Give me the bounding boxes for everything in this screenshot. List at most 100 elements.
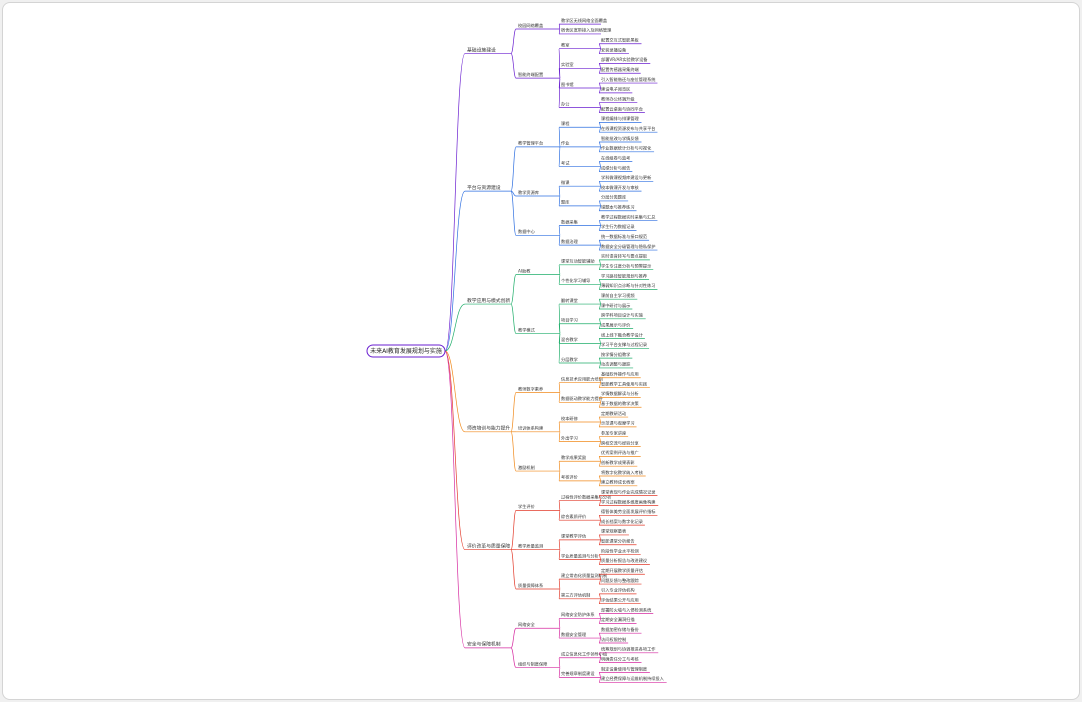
leaf-node[interactable]: 成绩分析与报告 bbox=[599, 164, 633, 172]
leaf-node[interactable]: 错题本与推荐练习 bbox=[599, 204, 637, 212]
leaf-node[interactable]: 问题反馈与整改跟踪 bbox=[599, 577, 642, 585]
topic-node[interactable]: 教学质量监测 bbox=[516, 542, 560, 551]
topic-node[interactable]: 建立常态化质量监测机制 bbox=[559, 572, 607, 580]
topic-node[interactable]: 课堂教学评估 bbox=[559, 533, 601, 541]
leaf-node[interactable]: 按学情分组教学 bbox=[599, 351, 633, 359]
leaf-node[interactable]: 宿舍区宽带接入及网络管理 bbox=[559, 27, 612, 35]
leaf-node[interactable]: 分层分类题库 bbox=[599, 194, 629, 202]
leaf-node[interactable]: 建设电子阅览区 bbox=[599, 86, 633, 94]
leaf-node[interactable]: 成果展示与评价 bbox=[599, 321, 634, 329]
leaf-node[interactable]: 课中研讨与展示 bbox=[599, 302, 633, 310]
topic-node[interactable]: 题库 bbox=[559, 199, 601, 207]
branch-node[interactable]: 安全与保障机制 bbox=[465, 641, 511, 649]
topic-node[interactable]: 激励机制 bbox=[516, 464, 560, 472]
leaf-node[interactable]: 安装录播设备 bbox=[599, 46, 629, 54]
topic-node[interactable]: 智能终端配置 bbox=[516, 71, 560, 79]
leaf-node[interactable]: 学生行为数据记录 bbox=[599, 223, 637, 231]
topic-node[interactable]: 办公 bbox=[559, 100, 601, 108]
topic-node[interactable]: 项目学习 bbox=[559, 317, 601, 325]
topic-node[interactable]: 综合素质评价 bbox=[559, 513, 601, 521]
leaf-node[interactable]: 课堂观察量表 bbox=[599, 528, 629, 536]
topic-node[interactable]: 考核评价 bbox=[559, 474, 601, 482]
topic-node[interactable]: 学业质量监测与分析 bbox=[559, 552, 601, 560]
topic-node[interactable]: 数据采集 bbox=[559, 218, 601, 226]
leaf-node[interactable]: 课程编排与排课管理 bbox=[599, 115, 642, 123]
leaf-node[interactable]: 基础软件操作与应用 bbox=[599, 371, 641, 379]
leaf-node[interactable]: 在线组卷与监考 bbox=[599, 154, 633, 162]
topic-node[interactable]: 信息技术应用能力培训 bbox=[559, 375, 603, 384]
leaf-node[interactable]: 跨校交流与经验分享 bbox=[599, 439, 641, 447]
leaf-node[interactable]: 引入专业评估机构 bbox=[599, 587, 637, 595]
leaf-node[interactable]: 定期开展教学质量评估 bbox=[599, 567, 645, 575]
leaf-node[interactable]: 部署VR/AR实验教学设备 bbox=[599, 56, 651, 64]
branch-node[interactable]: 基础设施建设 bbox=[465, 46, 511, 54]
topic-node[interactable]: 数据安全管理 bbox=[559, 631, 601, 639]
leaf-node[interactable]: 将数字化教学纳入考核 bbox=[599, 469, 646, 477]
leaf-node[interactable]: 阶段性学业水平检测 bbox=[599, 547, 641, 555]
leaf-node[interactable]: 实时语音转写与要点提取 bbox=[599, 253, 650, 261]
leaf-node[interactable]: 线上线下融合教学设计 bbox=[599, 331, 645, 339]
topic-node[interactable]: 学生评价 bbox=[516, 503, 560, 511]
topic-node[interactable]: 校园网络覆盖 bbox=[516, 22, 560, 30]
topic-node[interactable]: 外出学习 bbox=[559, 434, 601, 442]
topic-node[interactable]: 个性化学习辅导 bbox=[559, 277, 601, 285]
leaf-node[interactable]: 在线课程资源发布与共享平台 bbox=[599, 125, 658, 133]
leaf-node[interactable]: 创新教学成果表彰 bbox=[599, 459, 638, 467]
branch-node[interactable]: 平台与资源建设 bbox=[465, 184, 511, 192]
leaf-node[interactable]: 作业数据统计分析与可视化 bbox=[599, 145, 655, 153]
topic-node[interactable]: 课程 bbox=[559, 120, 601, 128]
leaf-node[interactable]: 配置云桌面与协同平台 bbox=[599, 105, 645, 113]
leaf-node[interactable]: 课堂表现与作业完成情况记录 bbox=[599, 488, 658, 496]
leaf-node[interactable]: 智能课堂分析报告 bbox=[599, 538, 637, 546]
topic-node[interactable]: 培训体系构建 bbox=[516, 425, 560, 433]
topic-node[interactable]: 教师数字素养 bbox=[516, 385, 560, 393]
topic-node[interactable]: 考试 bbox=[559, 159, 601, 167]
branch-node[interactable]: 教学应用与模式创新 bbox=[465, 297, 511, 305]
leaf-node[interactable]: 访问权限控制 bbox=[599, 636, 629, 644]
topic-node[interactable]: AI助教 bbox=[516, 267, 560, 275]
topic-node[interactable]: 微课 bbox=[559, 179, 601, 187]
leaf-node[interactable]: 部署防火墙与入侵检测系统 bbox=[599, 606, 654, 614]
topic-node[interactable]: 教学资源库 bbox=[516, 189, 560, 197]
topic-node[interactable]: 第三方评估机制 bbox=[559, 592, 601, 600]
leaf-node[interactable]: 课前自主学习视频 bbox=[599, 292, 638, 300]
leaf-node[interactable]: 智能批改与学情反馈 bbox=[599, 135, 642, 143]
leaf-node[interactable]: 评估结果公开与应用 bbox=[599, 597, 641, 605]
topic-node[interactable]: 教学管理平台 bbox=[516, 140, 560, 148]
topic-node[interactable]: 网络安全 bbox=[516, 621, 560, 629]
leaf-node[interactable]: 优秀案例评选与推广 bbox=[599, 449, 641, 457]
leaf-node[interactable]: 动态调整与跟踪 bbox=[599, 361, 634, 369]
leaf-node[interactable]: 德智体美劳全面发展评价指标 bbox=[599, 508, 658, 516]
leaf-node[interactable]: 跨学科项目设计与实施 bbox=[599, 312, 646, 320]
leaf-node[interactable]: 学科微课视频库建设与更新 bbox=[599, 174, 654, 182]
topic-node[interactable]: 混合教学 bbox=[559, 336, 601, 344]
leaf-node[interactable]: 参加专家讲座 bbox=[599, 430, 629, 438]
leaf-node[interactable]: 制定设备使用与管理制度 bbox=[599, 665, 650, 673]
leaf-node[interactable]: 成长档案与数字化记录 bbox=[599, 518, 645, 526]
branch-node[interactable]: 评价改革与质量保障 bbox=[465, 542, 511, 551]
topic-node[interactable]: 组织与制度保障 bbox=[516, 660, 560, 668]
leaf-node[interactable]: 统一数据标准与接口规范 bbox=[599, 233, 650, 241]
topic-node[interactable]: 成立信息化工作领导小组 bbox=[559, 651, 607, 659]
leaf-node[interactable]: 学情数据解读与分析 bbox=[599, 390, 641, 398]
leaf-node[interactable]: 学习平台支撑与过程记录 bbox=[599, 341, 650, 349]
leaf-node[interactable]: 定期教研活动 bbox=[599, 410, 629, 418]
topic-node[interactable]: 教学成果奖励 bbox=[559, 454, 601, 462]
leaf-node[interactable]: 建立经费保障与运维机制持续投入 bbox=[599, 675, 667, 683]
topic-node[interactable]: 校本研修 bbox=[559, 415, 601, 423]
topic-node[interactable]: 教室 bbox=[559, 41, 601, 50]
topic-node[interactable]: 课堂互动智能辅助 bbox=[559, 258, 601, 266]
topic-node[interactable]: 实验室 bbox=[559, 61, 601, 69]
leaf-node[interactable]: 明确责任分工与考核 bbox=[599, 655, 642, 663]
topic-node[interactable]: 完善规章制度建设 bbox=[559, 670, 601, 678]
leaf-node[interactable]: 统筹规划与协调推进各项工作 bbox=[599, 646, 659, 654]
leaf-node[interactable]: 数据安全分级管理与隐私保护 bbox=[599, 243, 658, 251]
topic-node[interactable]: 网络安全防护体系 bbox=[559, 611, 601, 619]
topic-node[interactable]: 数据驱动教学能力提升 bbox=[559, 395, 603, 403]
topic-node[interactable]: 过程性评价数据采集与分析 bbox=[559, 493, 611, 501]
topic-node[interactable]: 教学模式 bbox=[516, 326, 560, 334]
leaf-node[interactable]: 数据加密存储与备份 bbox=[599, 626, 642, 634]
leaf-node[interactable]: 质量分析报告与改进建议 bbox=[599, 557, 650, 565]
topic-node[interactable]: 数据治理 bbox=[559, 238, 601, 246]
leaf-node[interactable]: 引入智能借还与座位管理系统 bbox=[599, 76, 658, 84]
